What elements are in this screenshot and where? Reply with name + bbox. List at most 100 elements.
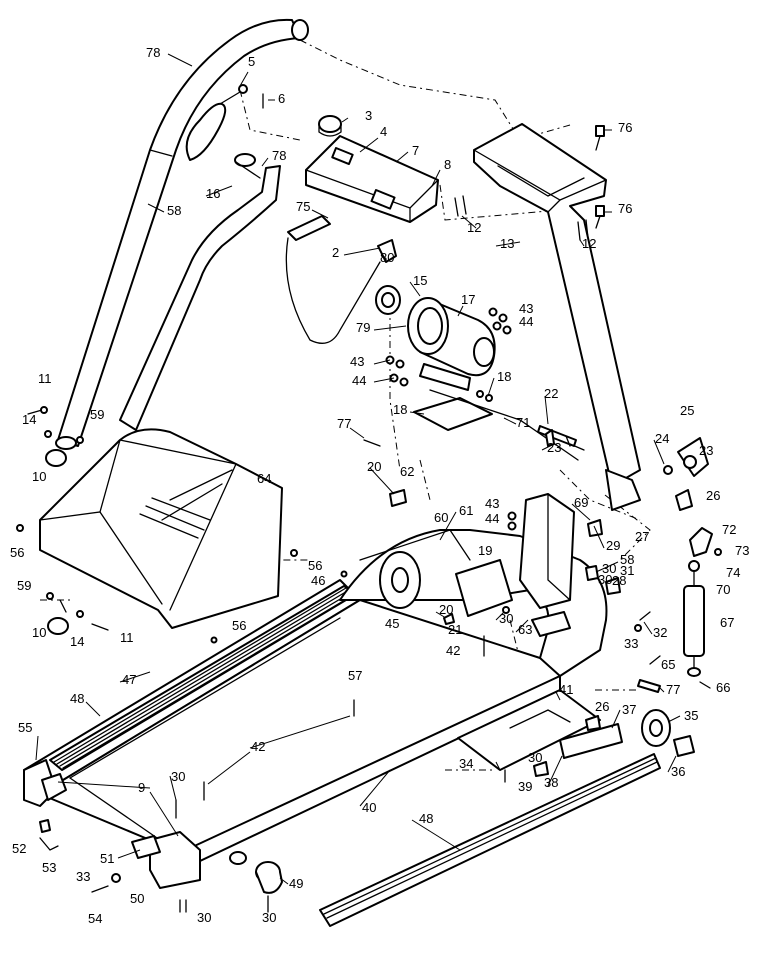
part-label: 32 [653, 625, 667, 640]
part-label: 52 [12, 841, 26, 856]
part-label: 49 [289, 876, 303, 891]
part-label: 53 [42, 860, 56, 875]
part-label: 16 [206, 186, 220, 201]
part-label: 21 [448, 622, 462, 637]
lift-cylinder [683, 527, 713, 677]
part-label: 66 [716, 680, 730, 695]
part-label: 59 [17, 578, 31, 593]
part-label: 59 [90, 407, 104, 422]
part-label: 30 [499, 611, 513, 626]
part-label: 44 [485, 511, 499, 526]
part-label: 54 [88, 911, 102, 926]
part-label: 56 [10, 545, 24, 560]
part-label: 56 [308, 558, 322, 573]
part-label: 58 [167, 203, 181, 218]
part-label: 76 [618, 120, 632, 135]
part-label: 30 [197, 910, 211, 925]
rear-roller-bracket [663, 437, 709, 511]
part-label: 48 [419, 811, 433, 826]
part-label: 72 [722, 522, 736, 537]
part-label: 48 [70, 691, 84, 706]
part-label: 63 [518, 622, 532, 637]
part-label: 58 [620, 552, 634, 567]
part-label: 10 [32, 469, 46, 484]
part-label: 38 [544, 775, 558, 790]
part-label: 60 [434, 510, 448, 525]
part-label: 9 [138, 780, 145, 795]
leveler-foot [229, 851, 283, 894]
part-label: 33 [76, 869, 90, 884]
part-label: 45 [385, 616, 399, 631]
part-label: 18 [393, 402, 407, 417]
part-label: 74 [726, 565, 740, 580]
part-label: 42 [251, 739, 265, 754]
part-label: 12 [467, 220, 481, 235]
part-label: 79 [356, 320, 370, 335]
part-label: 42 [446, 643, 460, 658]
part-label: 4 [380, 124, 387, 139]
part-label: 10 [32, 625, 46, 640]
part-label: 7 [412, 143, 419, 158]
part-label: 33 [624, 636, 638, 651]
console-assembly [305, 115, 439, 223]
upright-bolts [454, 125, 605, 241]
part-label: 34 [459, 756, 473, 771]
part-label: 26 [595, 699, 609, 714]
handrail-left [55, 18, 309, 450]
part-label: 77 [666, 682, 680, 697]
foot-10-lower [47, 617, 69, 635]
part-label: 25 [680, 403, 694, 418]
safety-tether [185, 84, 248, 161]
part-label: 77 [337, 416, 351, 431]
console-brackets [285, 215, 397, 344]
part-label: 23 [699, 443, 713, 458]
part-label: 17 [461, 292, 475, 307]
part-label: 73 [735, 543, 749, 558]
part-label: 57 [348, 668, 362, 683]
part-label: 36 [671, 764, 685, 779]
part-label: 20 [367, 459, 381, 474]
part-label: 11 [120, 630, 134, 645]
part-label: 55 [18, 720, 32, 735]
motor-mount [413, 389, 579, 461]
part-label: 69 [574, 495, 588, 510]
part-label: 27 [635, 529, 649, 544]
part-label: 12 [582, 236, 596, 251]
part-label: 23 [547, 440, 561, 455]
part-label: 39 [518, 779, 532, 794]
leader-lines [35, 53, 681, 885]
front-frame [339, 493, 608, 677]
part-label: 71 [516, 415, 530, 430]
part-label: 35 [684, 708, 698, 723]
part-label: 2 [332, 245, 339, 260]
upright-frame [473, 123, 641, 511]
part-label: 41 [559, 682, 573, 697]
part-label: 20 [439, 602, 453, 617]
part-label: 80 [380, 250, 394, 265]
part-label: 6 [278, 91, 285, 106]
part-label: 62 [400, 464, 414, 479]
part-label: 3 [365, 108, 372, 123]
drive-motor [375, 285, 496, 391]
part-label: 43 [350, 354, 364, 369]
part-label: 30 [602, 561, 616, 576]
part-label: 65 [661, 657, 675, 672]
part-label: 67 [720, 615, 734, 630]
part-label: 22 [544, 386, 558, 401]
wheel-assembly [457, 689, 695, 771]
part-label: 47 [122, 672, 136, 687]
part-label: 61 [459, 503, 473, 518]
handrail-right [119, 153, 281, 431]
side-rail-right [319, 753, 661, 927]
part-label: 30 [262, 910, 276, 925]
foot-10-upper [45, 449, 67, 467]
part-label: 46 [311, 573, 325, 588]
part-label: 75 [296, 199, 310, 214]
part-label: 8 [444, 157, 451, 172]
part-label: 11 [38, 371, 52, 386]
part-label: 30 [598, 572, 612, 587]
fasteners [16, 406, 722, 913]
part-label: 13 [500, 236, 514, 251]
